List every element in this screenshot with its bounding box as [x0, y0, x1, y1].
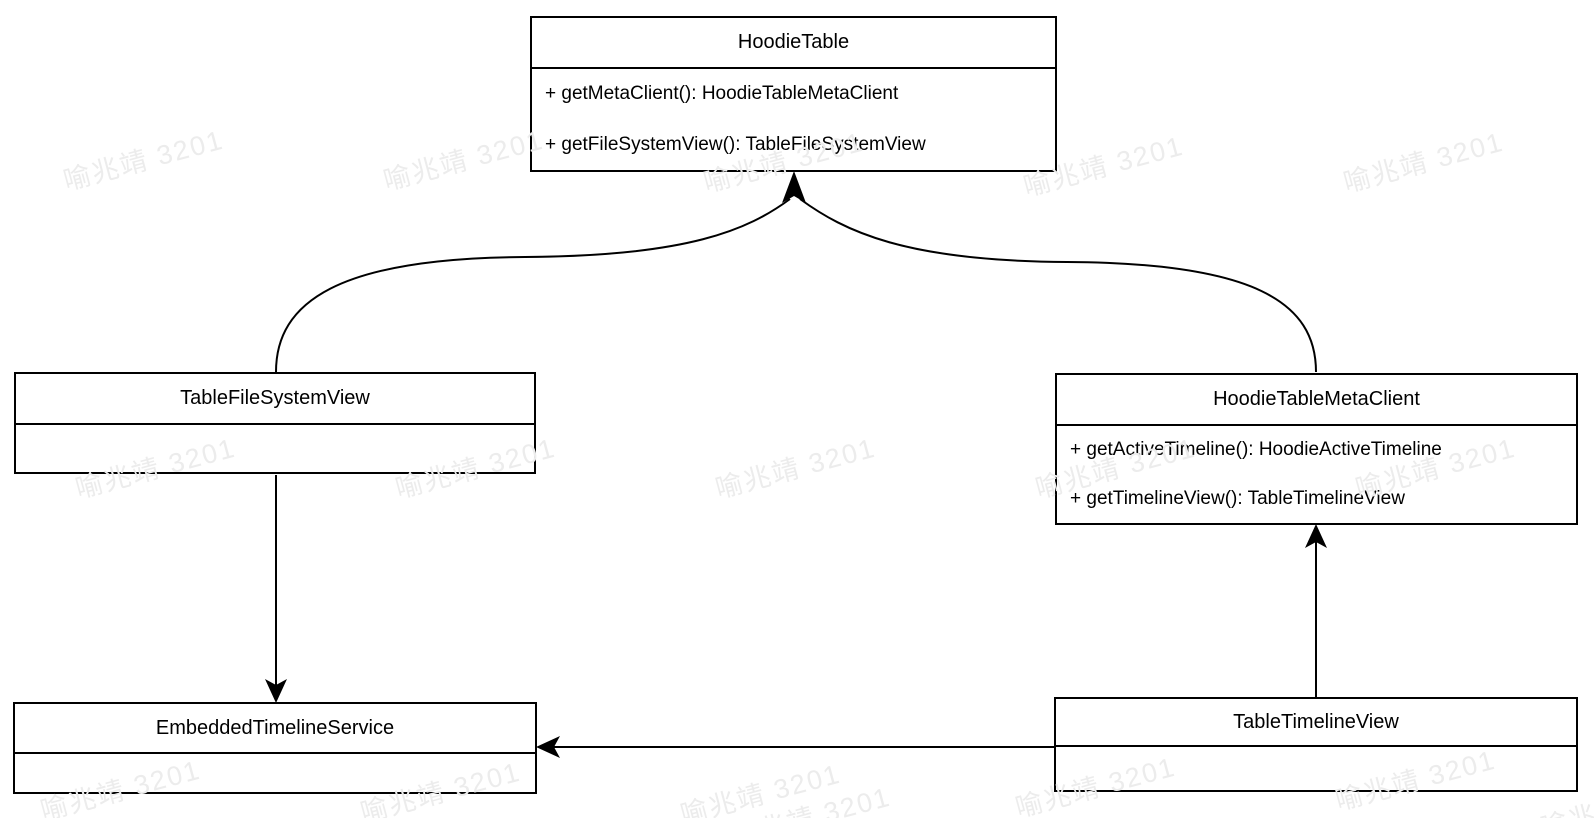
- class-box-tabletimelineview: TableTimelineView: [1054, 697, 1578, 792]
- empty-compartment-tablefilesystemview: [16, 425, 534, 472]
- method-getfilesystemview: + getFileSystemView(): TableFileSystemVi…: [545, 133, 926, 155]
- methods-compartment-hoodietable: + getMetaClient(): HoodieTableMetaClient…: [532, 69, 1055, 170]
- class-name-hoodietablemetaclient: HoodieTableMetaClient: [1057, 375, 1576, 426]
- class-box-embeddedtimelineservice: EmbeddedTimelineService: [13, 702, 537, 794]
- class-box-hoodietable: HoodieTable + getMetaClient(): HoodieTab…: [530, 16, 1057, 172]
- arrowhead-into-hoodietablemetaclient: [1305, 524, 1327, 548]
- method-gettimelineview: + getTimelineView(): TableTimelineView: [1070, 487, 1405, 509]
- arrowhead-into-hoodietable: [782, 171, 806, 203]
- arrowhead-into-embeddedtimelineservice-top: [265, 679, 287, 703]
- class-name-tabletimelineview: TableTimelineView: [1056, 699, 1576, 747]
- class-name-tablefilesystemview: TableFileSystemView: [16, 374, 534, 425]
- method-getactivetimeline: + getActiveTimeline(): HoodieActiveTimel…: [1070, 439, 1442, 461]
- arrowhead-into-embeddedtimelineservice-right: [536, 736, 560, 758]
- class-name-embeddedtimelineservice: EmbeddedTimelineService: [15, 704, 535, 754]
- empty-compartment-tabletimelineview: [1056, 747, 1576, 790]
- class-box-tablefilesystemview: TableFileSystemView: [14, 372, 536, 474]
- method-getmetaclient: + getMetaClient(): HoodieTableMetaClient: [545, 83, 899, 105]
- edge-hoodietablemetaclient-to-hoodietable: [799, 198, 1317, 373]
- empty-compartment-embeddedtimelineservice: [15, 754, 535, 792]
- edge-tablefilesystemview-to-hoodietable: [275, 198, 791, 373]
- methods-compartment-hoodietablemetaclient: + getActiveTimeline(): HoodieActiveTimel…: [1057, 426, 1576, 523]
- class-name-hoodietable: HoodieTable: [532, 18, 1055, 69]
- class-box-hoodietablemetaclient: HoodieTableMetaClient + getActiveTimelin…: [1055, 373, 1578, 525]
